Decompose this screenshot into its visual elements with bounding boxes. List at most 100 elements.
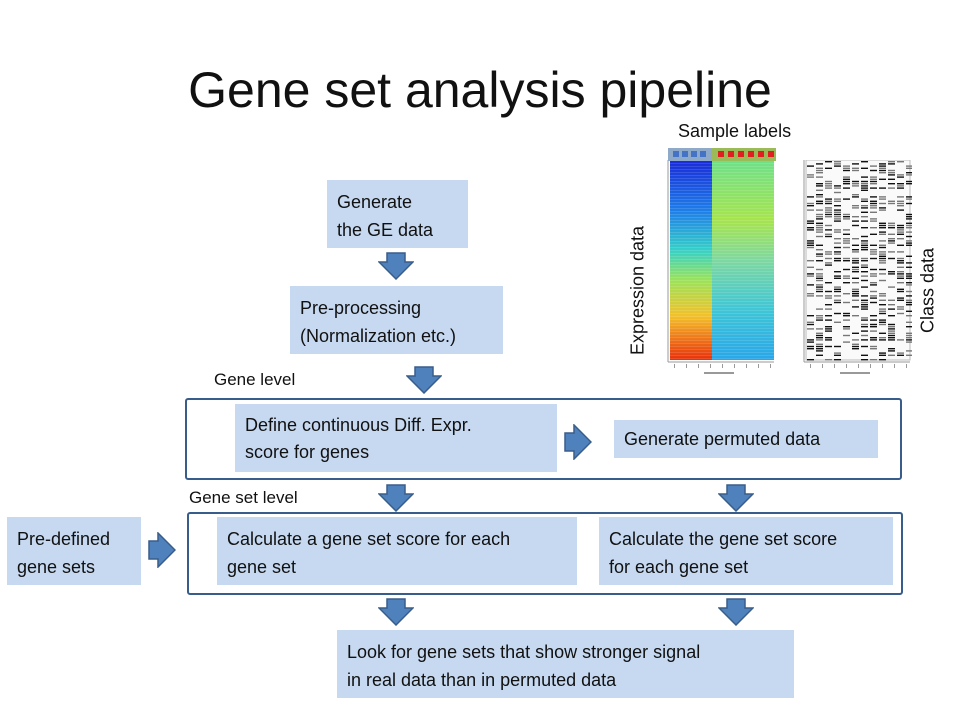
class-data-cell [879, 308, 886, 310]
class-data-cell [906, 275, 912, 277]
class-data-cell [816, 279, 823, 282]
class-data-cell [861, 176, 868, 178]
class-data-cell [870, 251, 877, 253]
class-data-cell [906, 332, 912, 334]
class-data-cell [807, 359, 814, 361]
class-data-cell [816, 194, 823, 196]
class-data-cell [852, 271, 859, 273]
class-data-cell [897, 299, 904, 301]
class-data-cell [861, 185, 868, 187]
class-data-cell [861, 187, 868, 189]
look-for-gene-sets-box: Look for gene sets that show stronger si… [337, 630, 794, 698]
class-data-cell [861, 200, 868, 202]
class-data-cell [861, 246, 868, 249]
class-data-cell [816, 277, 823, 279]
class-data-cell [870, 330, 877, 332]
class-data-cell [888, 233, 895, 235]
class-data-cell [816, 249, 823, 251]
class-data-cell [897, 275, 904, 277]
class-data-cell [861, 319, 868, 321]
class-data-cell [906, 273, 912, 275]
class-data-cell [816, 213, 823, 216]
class-data-cell [852, 216, 859, 218]
class-data-cell [888, 354, 895, 356]
class-data-cell [861, 326, 868, 328]
gene-level-label: Gene level [214, 370, 296, 389]
class-data-cell [834, 251, 841, 253]
class-data-cell [861, 308, 868, 310]
class-data-cell [897, 308, 904, 310]
class-data-cell [816, 295, 823, 297]
class-data-cell [906, 350, 912, 352]
class-data-cell [825, 213, 832, 216]
class-data-cell [861, 323, 868, 326]
class-data-cell [825, 290, 832, 293]
class-data-cell [807, 341, 814, 343]
class-data-cell [861, 304, 868, 306]
class-data-cell [807, 273, 814, 275]
class-data-cell [879, 224, 886, 227]
down-arrow-icon [378, 484, 414, 512]
class-data-cell [852, 220, 859, 222]
class-data-cell [816, 218, 823, 220]
class-data-cell [825, 297, 832, 299]
class-data-cell [825, 328, 832, 330]
class-data-cell [888, 299, 895, 301]
class-data-cell [807, 227, 814, 229]
class-data-cell [870, 244, 877, 246]
class-data-cell [888, 187, 895, 189]
class-data-cell [897, 233, 904, 235]
class-data-cell [870, 200, 877, 202]
class-data-cell [825, 337, 832, 339]
class-data-cell [843, 334, 850, 337]
class-data-cell [861, 354, 868, 356]
class-data-cell [852, 196, 859, 198]
class-data-cell [807, 222, 814, 224]
class-data-cell [870, 211, 877, 213]
class-data-cell [906, 266, 912, 268]
class-data-cell [825, 251, 832, 253]
class-data-cell [825, 264, 832, 266]
class-data-cell [843, 319, 850, 321]
class-data-cell [807, 348, 814, 350]
calc-gene-set-score-box: Calculate a gene set score for each gene… [217, 517, 577, 585]
class-data-cell [816, 167, 823, 169]
class-data-cell [879, 163, 886, 165]
class-data-cell [807, 205, 814, 207]
class-data-cell [879, 167, 886, 169]
class-data-cell [879, 359, 886, 361]
class-data-cell [897, 187, 904, 189]
class-data-cell [870, 196, 877, 198]
class-data-cell [816, 317, 823, 319]
class-data-cell [870, 319, 877, 321]
class-data-cell [834, 163, 841, 165]
class-data-cell [816, 337, 823, 339]
class-data-cell [897, 244, 904, 246]
class-data-cell [852, 268, 859, 271]
class-data-cell [843, 257, 850, 260]
class-data-cell [834, 242, 841, 244]
class-data-cell [897, 183, 904, 185]
class-data-cell [834, 288, 841, 290]
class-data-cell [897, 161, 904, 163]
class-data-cell [870, 249, 877, 251]
class-data-cell [816, 255, 823, 257]
class-data-cell [816, 345, 823, 348]
class-data-cell [834, 231, 841, 233]
class-data-cell [888, 172, 895, 174]
class-data-cell [897, 224, 904, 227]
class-data-cell [852, 282, 859, 284]
class-data-cell [897, 205, 904, 207]
class-data-cell [843, 165, 850, 167]
class-data-cell [861, 220, 868, 222]
class-data-cell [852, 348, 859, 350]
class-data-cell [906, 299, 912, 301]
class-data-cell [906, 242, 912, 244]
class-data-cell [861, 167, 868, 169]
class-data-cell [879, 293, 886, 295]
class-data-cell [861, 240, 868, 242]
class-data-cell [861, 249, 868, 251]
class-data-cell [816, 244, 823, 246]
class-data-cell [888, 169, 895, 172]
class-data-cell [888, 257, 895, 260]
